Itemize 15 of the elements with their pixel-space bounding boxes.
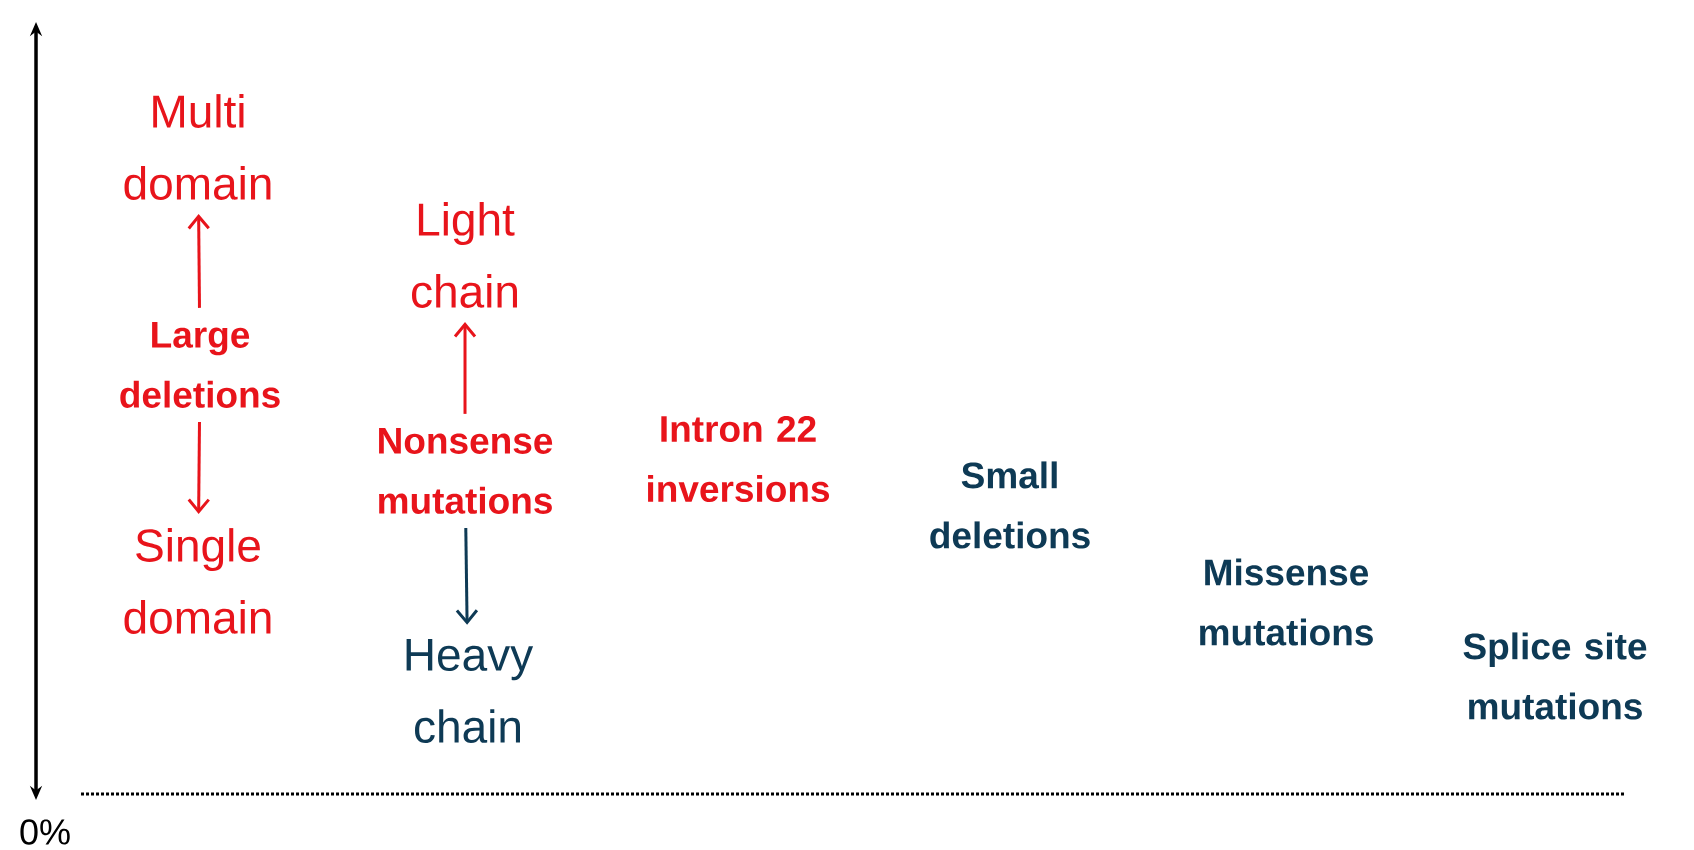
arrow [187, 422, 210, 514]
text-label: Nonsense mutations [379, 428, 553, 514]
axis-label: 0% [20, 819, 70, 845]
text-label: Light chain [412, 202, 517, 308]
text-label: Heavy chain [406, 638, 534, 744]
arrow [187, 214, 210, 308]
text-label: Multi domain [124, 94, 271, 200]
text-label: Intron 22 inversions [648, 415, 830, 503]
text-label: Splice site mutations [1463, 632, 1647, 720]
text-label: Small deletions [930, 461, 1090, 549]
text-label: Single domain [124, 528, 271, 634]
arrow [455, 528, 479, 625]
text-label: Large deletions [120, 322, 280, 408]
text-label: Missense mutations [1200, 558, 1373, 646]
arrow [453, 322, 477, 414]
